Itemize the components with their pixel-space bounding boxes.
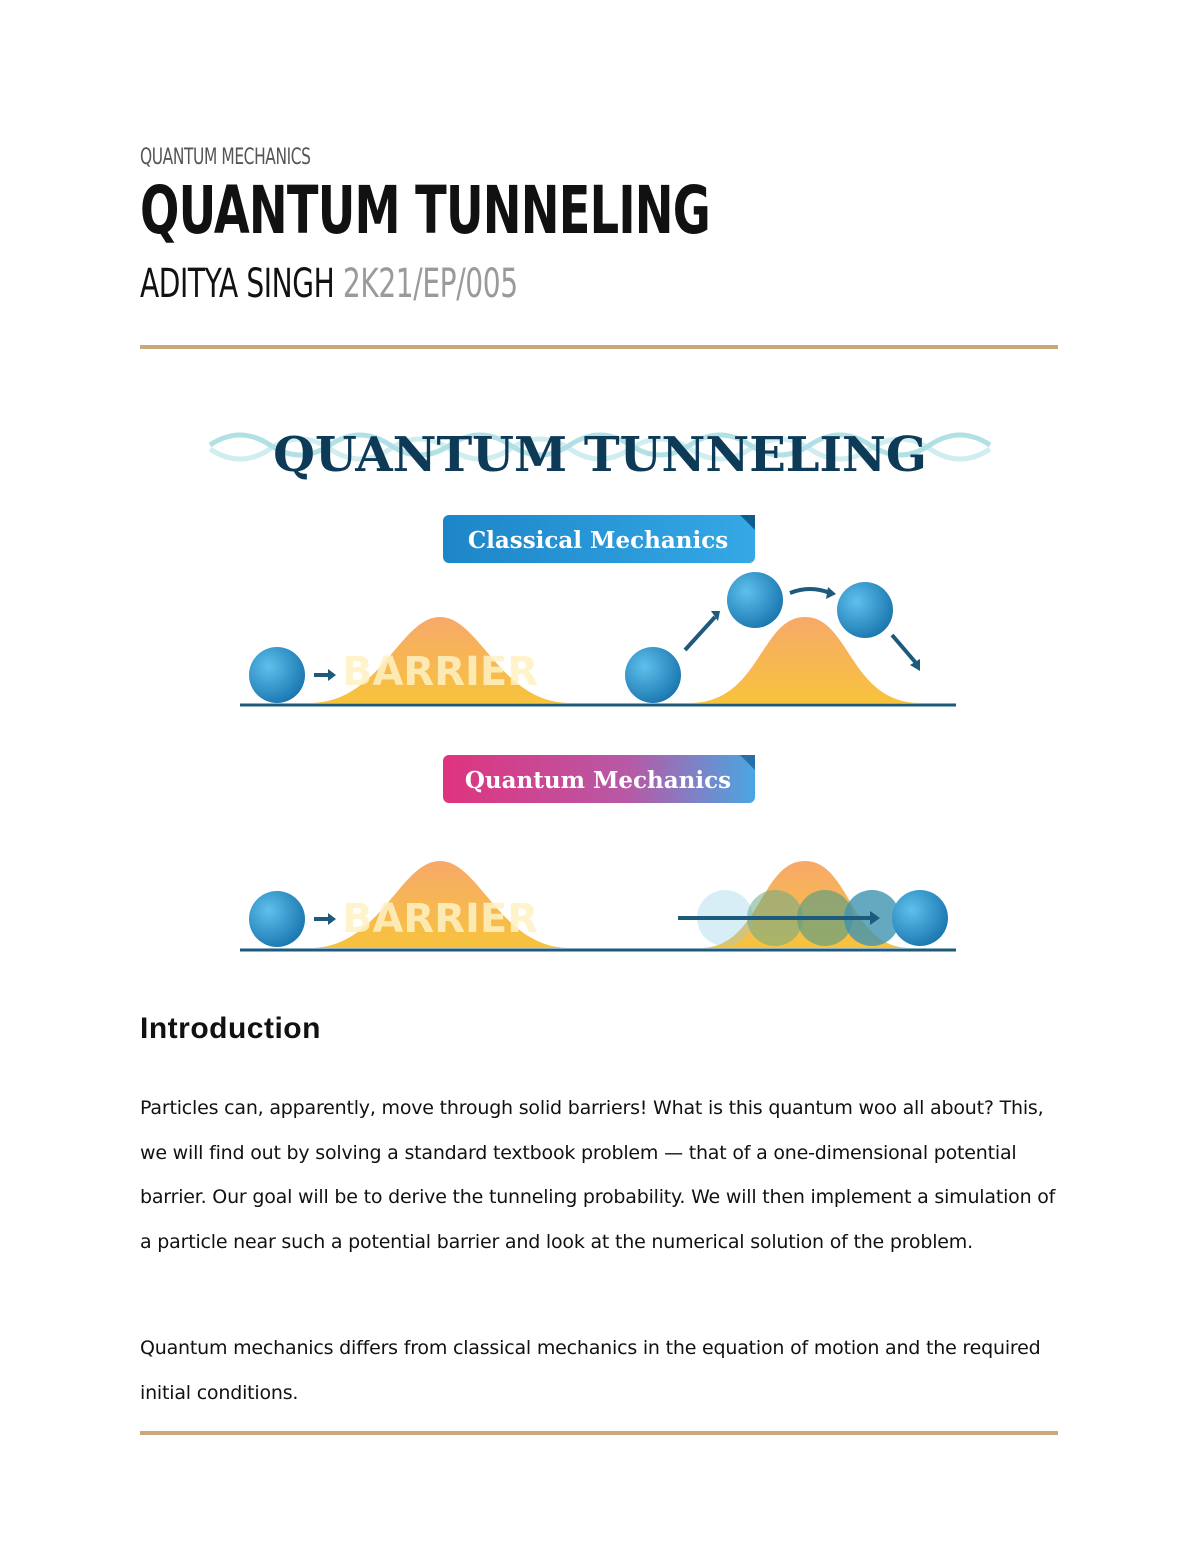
- particle-ball: [249, 891, 305, 947]
- top-divider: [140, 345, 1058, 349]
- document-page: QUANTUM MECHANICS QUANTUM TUNNELING ADIT…: [140, 0, 1058, 1553]
- barrier-shape: [690, 617, 920, 703]
- particle-ball: [249, 647, 305, 703]
- classical-row: BARRIER: [240, 572, 956, 707]
- body-paragraph: Quantum mechanics differs from classical…: [140, 1337, 1041, 1404]
- quantum-mechanics-label: Quantum Mechanics: [465, 767, 731, 794]
- body-paragraph: Particles can, apparently, move through …: [140, 1097, 1056, 1253]
- tunneling-illustration: QUANTUM TUNNELING Classical Mechanics BA…: [208, 427, 992, 952]
- barrier-shape: [310, 861, 570, 948]
- wave-decoration: [208, 432, 992, 462]
- figure-title: QUANTUM TUNNELING: [273, 427, 927, 483]
- page-title: QUANTUM TUNNELING: [140, 172, 711, 249]
- particle-ball: [625, 647, 681, 703]
- barrier-shape: [310, 617, 570, 703]
- author-roll-number: 2K21/EP/005: [342, 261, 518, 307]
- author-name: ADITYA SINGH: [140, 261, 335, 307]
- particle-ball: [837, 582, 893, 638]
- author-line: ADITYA SINGH 2K21/EP/005: [140, 264, 518, 304]
- particle-ball: [727, 572, 783, 628]
- bottom-divider: [140, 1431, 1058, 1435]
- quantum-row: BARRIER: [240, 861, 956, 952]
- barrier-label: BARRIER: [342, 896, 538, 942]
- section-kicker: QUANTUM MECHANICS: [140, 145, 311, 170]
- quantum-mechanics-tag: Quantum Mechanics: [443, 755, 755, 803]
- classical-mechanics-label: Classical Mechanics: [468, 527, 728, 554]
- section-heading-introduction: Introduction: [140, 1012, 321, 1045]
- particle-ball: [892, 890, 948, 946]
- classical-mechanics-tag: Classical Mechanics: [443, 515, 755, 563]
- barrier-label: BARRIER: [342, 649, 538, 695]
